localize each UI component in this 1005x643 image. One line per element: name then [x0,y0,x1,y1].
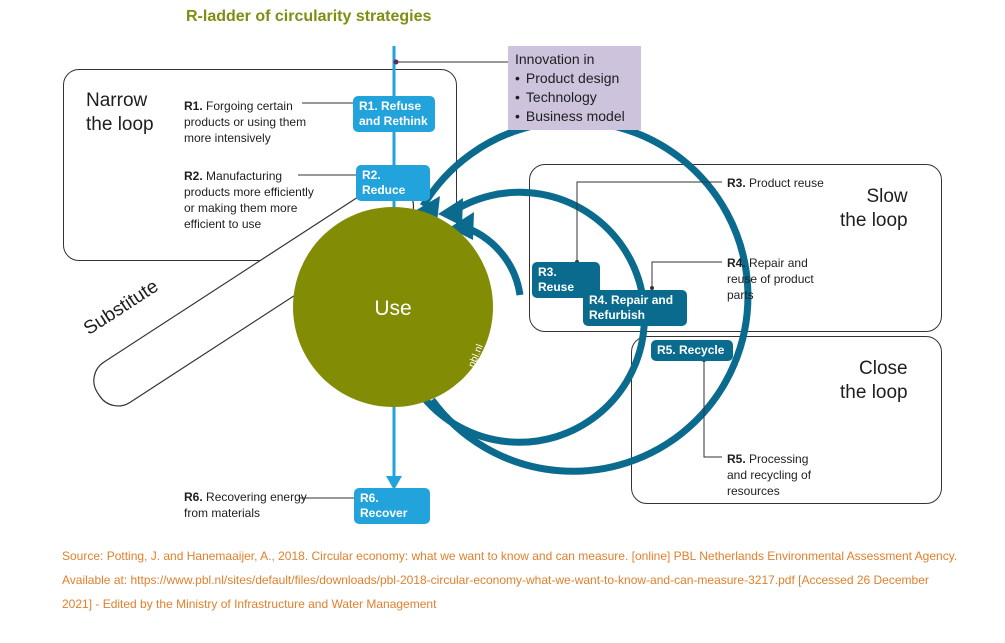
innovation-heading: Innovation in [515,51,595,67]
innovation-item: Technology [515,88,641,107]
r6-description: R6. Recovering energy from materials [184,490,307,520]
close-loop-box [631,336,942,504]
r1-description: R1. Forgoing certain products or using t… [184,99,307,145]
use-circle [293,207,493,407]
r4-repair-refurbish-button[interactable]: R4. Repair and Refurbish [583,290,687,326]
r1-refuse-rethink-button[interactable]: R1. Refuse and Rethink [353,96,435,132]
diagram-title: R-ladder of circularity strategies [186,8,432,25]
inner-loop-arrow-icon [449,212,474,240]
narrow-loop-title: Narrow the loop [86,90,154,135]
innovation-box: Innovation in Product design Technology … [508,46,641,130]
r3-description: R3. Product reuse [727,176,824,190]
source-citation: Source: Potting, J. and Hanemaaijer, A.,… [62,549,958,611]
innovation-item: Product design [515,69,641,88]
slow-loop-box [529,164,942,332]
r6-recover-button[interactable]: R6. Recover [354,488,430,524]
r5-recycle-button[interactable]: R5. Recycle [651,340,733,361]
r4-description: R4. Repair and reuse of product parts [727,256,814,302]
recover-arrow-icon [386,476,402,490]
middle-loop-arrow-icon [438,198,463,226]
middle-loop-arc [421,188,648,446]
r2-reduce-button[interactable]: R2. Reduce [356,165,430,201]
close-loop-title: Close the loop [840,358,908,403]
r2-description: R2. Manufacturing products more efficien… [184,169,314,231]
slow-loop-title: Slow the loop [840,186,908,231]
innovation-item: Business model [515,107,641,126]
r5-description: R5. Processing and recycling of resource… [727,452,812,498]
use-label: Use [374,297,411,320]
